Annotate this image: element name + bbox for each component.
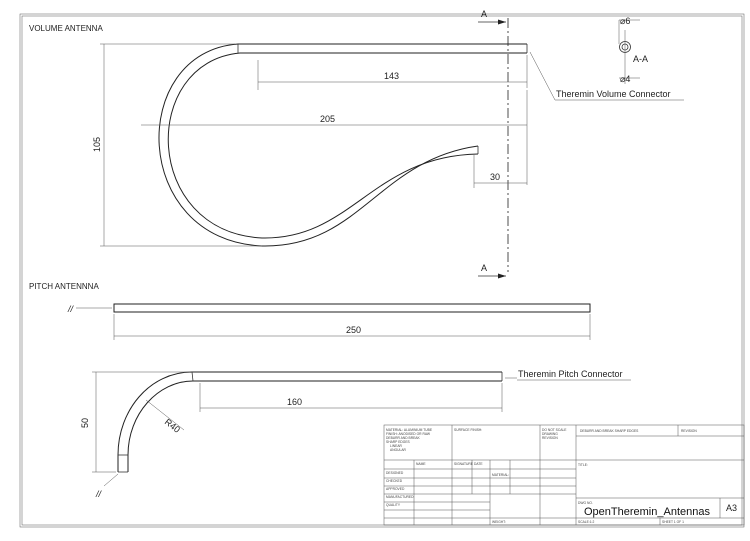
title-block-frame <box>383 424 745 526</box>
section-view-a-a: ⌀6 A-A ⌀4 <box>618 16 648 84</box>
tb-material-label: MATERIAL: <box>492 473 509 477</box>
tb-title-label: TITLE: <box>578 463 588 467</box>
tb-material-note-4: LINEAR <box>390 444 403 448</box>
dim-160-label: 160 <box>287 397 302 407</box>
section-dia-bottom: ⌀4 <box>620 74 630 84</box>
section-label: A-A <box>633 54 648 64</box>
tb-dns-2: REVISION <box>542 436 558 440</box>
radius-label: R40 <box>163 417 182 435</box>
volume-tube-outer <box>158 43 527 247</box>
volume-antenna-drawing: A A 143 205 105 30 Theremin Volume Conne… <box>92 9 684 279</box>
volume-antenna-title: VOLUME ANTENNA <box>29 24 103 33</box>
dim-205-label: 205 <box>320 114 335 124</box>
tb-col-signature: SIGNATURE <box>454 462 474 466</box>
radius-leader <box>145 399 185 431</box>
section-marker-bottom: A <box>481 263 487 273</box>
tb-edge-finish: DEBURR AND BREAK SHARP EDGES <box>580 429 639 433</box>
pitch-tube-straight <box>113 303 591 313</box>
tb-scale: SCALE:1:2 <box>578 520 594 524</box>
pitch-break-leader-bottom <box>103 473 119 487</box>
pitch-tube-outer <box>117 371 502 472</box>
dim-50-label: 50 <box>80 418 90 428</box>
tb-material-note-0: MATERIAL: ALUMINIUM TUBE <box>386 428 433 432</box>
volume-connector-label: Theremin Volume Connector <box>556 89 671 99</box>
tb-material-note-2: DEBURR AND BREAK <box>386 436 421 440</box>
dim-250-label: 250 <box>346 325 361 335</box>
pitch-connector-label: Theremin Pitch Connector <box>518 369 623 379</box>
tb-dwg-no-label: DWG NO. <box>578 501 593 505</box>
section-marker-top: A <box>481 9 487 19</box>
tb-col-date: DATE <box>474 462 483 466</box>
volume-connector-leader <box>529 51 556 101</box>
tb-row-2: APPROVED <box>386 487 405 491</box>
pitch-antenna-title: PITCH ANTENNNA <box>29 282 99 291</box>
sheet-size: A3 <box>726 503 737 513</box>
tb-dns-1: DRAWING <box>542 432 558 436</box>
pitch-break-symbol-bottom: // <box>95 489 103 499</box>
tb-col-name: NAME <box>416 462 426 466</box>
sheet-inner-border <box>21 15 743 526</box>
tb-row-3: MANUFACTURED <box>386 495 414 499</box>
tb-row-1: CHECKED <box>386 479 403 483</box>
tb-dns-0: DO NOT SCALE <box>542 428 567 432</box>
dim-30-label: 30 <box>490 172 500 182</box>
tb-row-4: QUALITY <box>386 503 401 507</box>
tb-material-note-3: SHARP EDGES <box>386 440 411 444</box>
pitch-antenna-straight: // 250 <box>67 303 591 340</box>
tb-sheet: SHEET 1 OF 1 <box>662 520 684 524</box>
dim-105-label: 105 <box>92 137 102 152</box>
tb-material-note-1: FINISH: ANODISED OR RAW <box>386 432 431 436</box>
tb-material-note-5: ANGULAR <box>390 448 407 452</box>
pitch-tube-inner <box>127 380 502 472</box>
section-arrowhead-bottom <box>498 273 506 279</box>
volume-tube-inner <box>167 52 527 239</box>
drawing-title: OpenTheremin_Antennas <box>584 506 710 518</box>
title-block: MATERIAL: ALUMINIUM TUBE FINISH: ANODISE… <box>383 424 745 526</box>
tb-revision: REVISION <box>681 429 697 433</box>
section-arrowhead-top <box>498 19 506 25</box>
pitch-break-symbol-top: // <box>67 304 75 314</box>
sheet-border <box>19 13 745 528</box>
tb-row-0: DESIGNED <box>386 471 404 475</box>
pitch-tube-joint <box>191 371 194 382</box>
tb-weight-label: WEIGHT: <box>492 520 506 524</box>
tb-surface-finish: SURFACE FINISH: <box>454 428 482 432</box>
section-dia-top: ⌀6 <box>620 16 630 26</box>
dim-143-label: 143 <box>384 71 399 81</box>
